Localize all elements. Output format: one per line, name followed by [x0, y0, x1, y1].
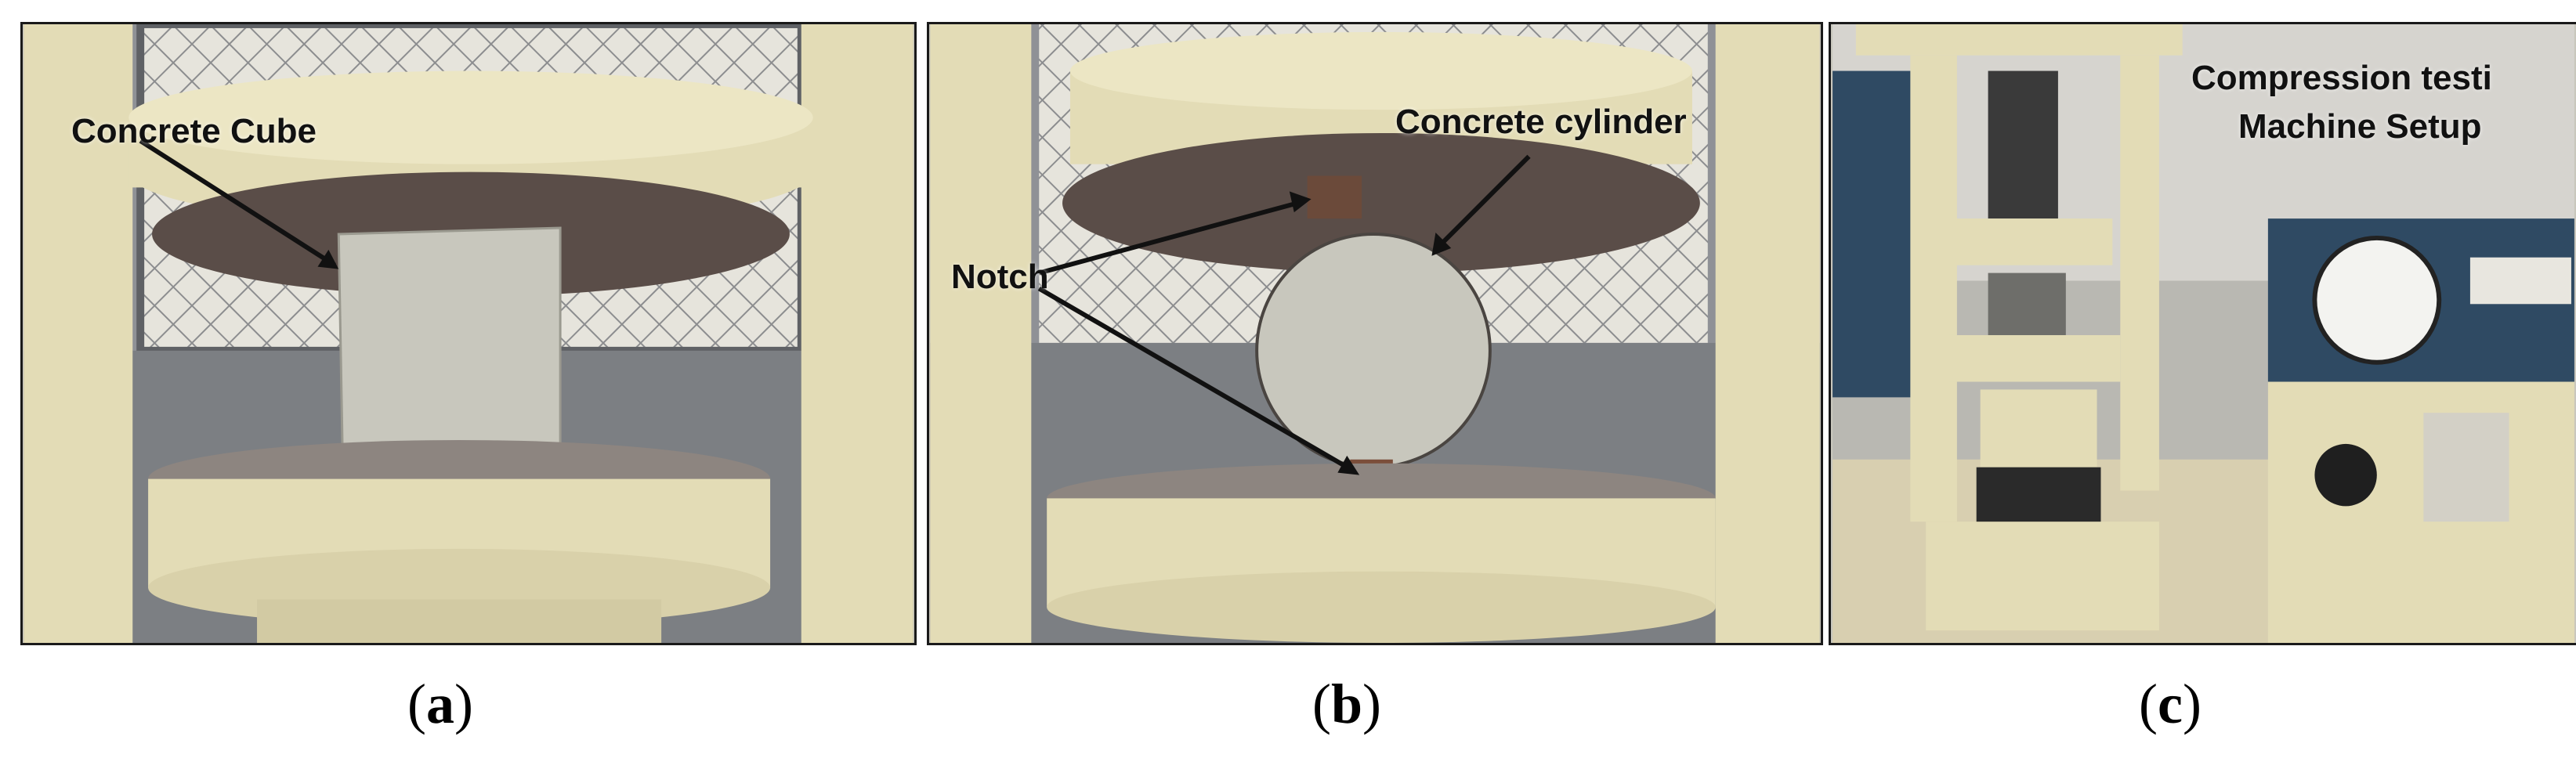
annotation-concrete-cylinder: Concrete cylinder — [1395, 103, 1687, 141]
compression-machine-photo — [1833, 24, 2574, 643]
photo-panel-a: Concrete Cube — [20, 22, 917, 645]
caption-c: (c) — [2139, 672, 2202, 737]
concrete-cube-photo — [24, 24, 914, 643]
caption-c-close: ) — [2182, 673, 2202, 735]
caption-c-open: ( — [2139, 673, 2158, 735]
photo-panel-c: Compression testi Machine Setup — [1829, 22, 2576, 645]
annotation-concrete-cube: Concrete Cube — [71, 112, 317, 150]
photo-panel-b: Concrete cylinder Notch — [927, 22, 1823, 645]
caption-a-open: ( — [407, 673, 426, 735]
annotation-machine-setup: Machine Setup — [2238, 107, 2482, 146]
concrete-cylinder-photo — [930, 24, 1820, 643]
caption-b-open: ( — [1312, 673, 1331, 735]
caption-a-letter: a — [425, 673, 454, 735]
annotation-compression-testing: Compression testi — [2191, 59, 2492, 97]
caption-c-letter: c — [2157, 673, 2183, 735]
caption-a: (a) — [407, 672, 473, 737]
caption-a-close: ) — [454, 673, 473, 735]
caption-b-close: ) — [1362, 673, 1382, 735]
caption-b-letter: b — [1330, 673, 1363, 735]
annotation-notch: Notch — [951, 258, 1049, 296]
caption-b: (b) — [1312, 672, 1381, 737]
